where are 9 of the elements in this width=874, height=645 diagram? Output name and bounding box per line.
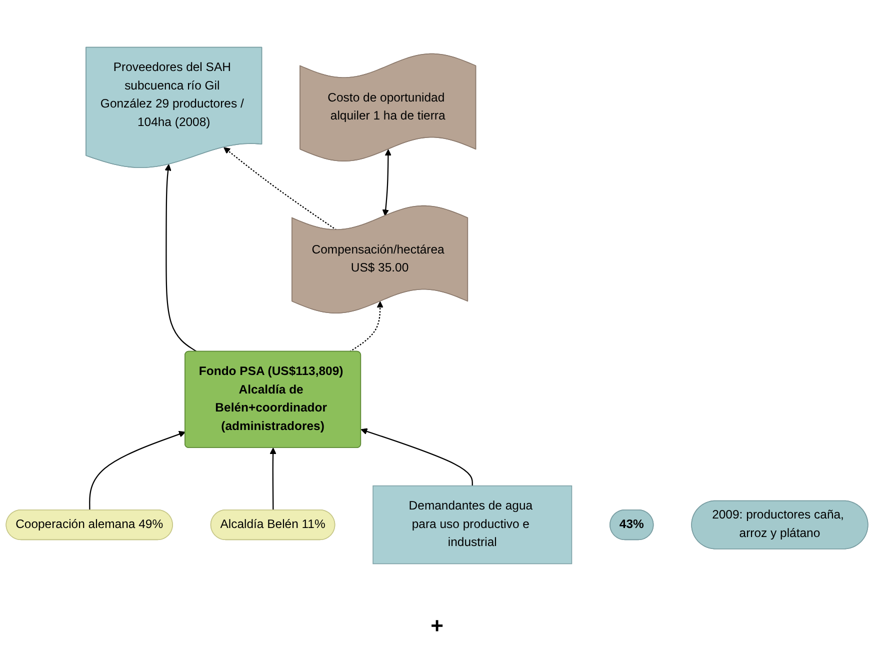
arrow (349, 301, 384, 352)
node-box: Demandantes de agua para uso productivo e industrial (372, 485, 572, 564)
arrow (360, 428, 473, 486)
arrow (270, 448, 276, 510)
plus-sign: + (430, 613, 444, 638)
arrow (89, 430, 186, 510)
arrow (382, 149, 392, 216)
arrow (224, 147, 337, 230)
arrow (164, 164, 198, 352)
